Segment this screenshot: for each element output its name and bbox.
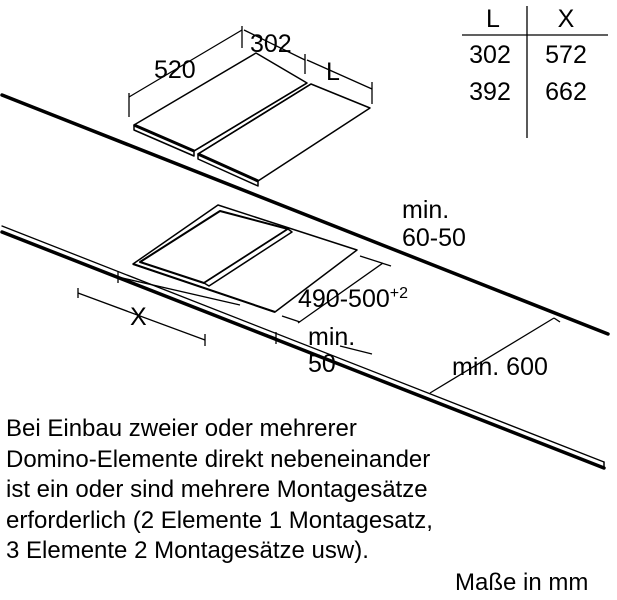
- dim-min-edge-label-1: min.: [402, 196, 449, 224]
- note-line: 3 Elemente 2 Montagesätze usw).: [6, 537, 369, 564]
- dim-length-label: L: [326, 58, 340, 86]
- note-line: ist ein oder sind mehrere Montagesätze: [6, 476, 428, 503]
- note-line: Domino-Elemente direkt nebeneinander: [6, 445, 431, 473]
- installation-note: Bei Einbau zweier oder mehrerer Domino-E…: [6, 414, 606, 567]
- table-header-x: X: [558, 5, 575, 33]
- dimension-table: L X 302 572 392 662: [462, 5, 608, 138]
- dim-depth-label: 520: [154, 56, 196, 84]
- worktop: [0, 93, 610, 470]
- dim-width-label: 302: [250, 30, 292, 58]
- worktop-cutout: [132, 204, 358, 313]
- note-line: erforderlich (2 Elemente 1 Montagesatz,: [6, 506, 433, 534]
- domino-hobs: [133, 52, 371, 187]
- note-line: Bei Einbau zweier oder mehrerer: [6, 415, 357, 442]
- table-cell: 392: [469, 78, 511, 106]
- table-header-l: L: [486, 5, 500, 33]
- dim-min-side-label-2: 50: [308, 350, 336, 378]
- dim-min-edge-label-2: 60-50: [402, 224, 466, 252]
- dim-min-wall-label: min. 600: [452, 353, 548, 381]
- units-label: Maße in mm: [455, 569, 589, 596]
- table-cell: 572: [545, 41, 587, 69]
- table-cell: 302: [469, 41, 511, 69]
- table-cell: 662: [545, 78, 587, 106]
- dim-min-side-label-1: min.: [308, 323, 355, 351]
- clearance-dimension-lines: [339, 317, 561, 394]
- cutout-dimension-lines: [77, 255, 392, 346]
- hob-dimension-lines: [128, 26, 373, 117]
- dim-x-label: X: [130, 303, 147, 331]
- dim-cutout-label: 490-500+2: [298, 285, 408, 313]
